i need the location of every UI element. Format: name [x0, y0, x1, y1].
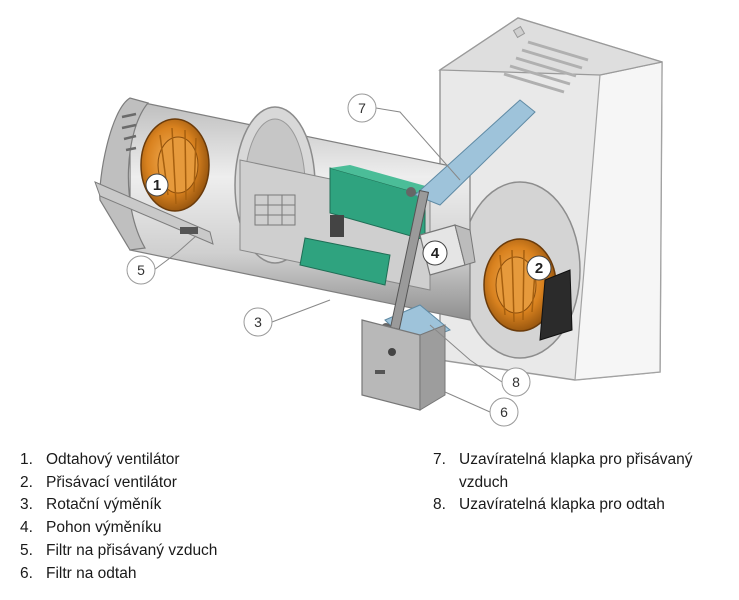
legend-item: 2. Přisávací ventilátor: [20, 472, 320, 495]
legend-number: 1.: [20, 451, 33, 468]
legend-text: Pohon výměníku: [46, 519, 162, 537]
vent-grille: [503, 40, 589, 94]
ventilation-unit-cutaway-diagram: 1 2 3 4 5 6 7 8: [94, 17, 663, 427]
legend-number: 2.: [20, 473, 33, 491]
callout-6: 6: [444, 391, 519, 427]
svg-text:6: 6: [500, 404, 508, 420]
legend-text: Filtr na přisávaný vzduch: [46, 541, 218, 559]
callout-8: 8: [429, 324, 531, 397]
callout-2: 2: [526, 255, 552, 281]
svg-text:4: 4: [431, 245, 440, 262]
callout-5: 5: [126, 235, 197, 285]
supply-damper: [414, 99, 536, 206]
legend-text: Přisávací ventilátor: [46, 473, 177, 491]
legend-text: Filtr na odtah: [46, 564, 137, 582]
legend-left-column: 1. Odtahový ventilátor 2. Přisávací ventil…: [20, 449, 320, 585]
legend-text: Uzavíratelná klapka pro odtah: [459, 496, 665, 514]
legend-item: 3. Rotační výměník: [20, 494, 320, 517]
svg-text:1: 1: [153, 177, 161, 194]
svg-text:3: 3: [254, 314, 262, 330]
legend-number: 4.: [20, 519, 33, 537]
callout-1: 1: [145, 173, 169, 197]
legend-item: 7. Uzavíratelná klapka pro přisávaný vzdu…: [433, 449, 723, 494]
legend-item: 1. Odtahový ventilátor: [20, 449, 320, 472]
legend-text: Uzavíratelná klapka pro přisávaný vzduch: [459, 451, 693, 491]
filter-bracket: [361, 319, 446, 411]
legend-right-column: 7. Uzavíratelná klapka pro přisávaný vzdu…: [433, 449, 723, 517]
legend-number: 3.: [20, 496, 33, 514]
legend-item: 5. Filtr na přisávaný vzduch: [20, 540, 320, 563]
legend-text: Rotační výměník: [46, 496, 162, 514]
svg-text:5: 5: [137, 262, 145, 278]
svg-text:2: 2: [535, 260, 543, 277]
front-end-cap: [94, 97, 214, 251]
svg-text:7: 7: [358, 100, 366, 116]
legend-number: 6.: [20, 564, 33, 582]
callout-3: 3: [243, 299, 331, 337]
legend-number: 5.: [20, 541, 33, 559]
legend-number: 7.: [433, 451, 446, 468]
legend-number: 8.: [433, 496, 446, 514]
svg-text:8: 8: [512, 374, 520, 390]
legend-text: Odtahový ventilátor: [46, 451, 180, 468]
legend-item: 4. Pohon výměníku: [20, 517, 320, 540]
legend-item: 6. Filtr na odtah: [20, 563, 320, 586]
extract-fan: [140, 118, 210, 212]
callout-7: 7: [347, 93, 461, 181]
legend-item: 8. Uzavíratelná klapka pro odtah: [433, 494, 723, 517]
callout-4: 4: [422, 240, 448, 266]
